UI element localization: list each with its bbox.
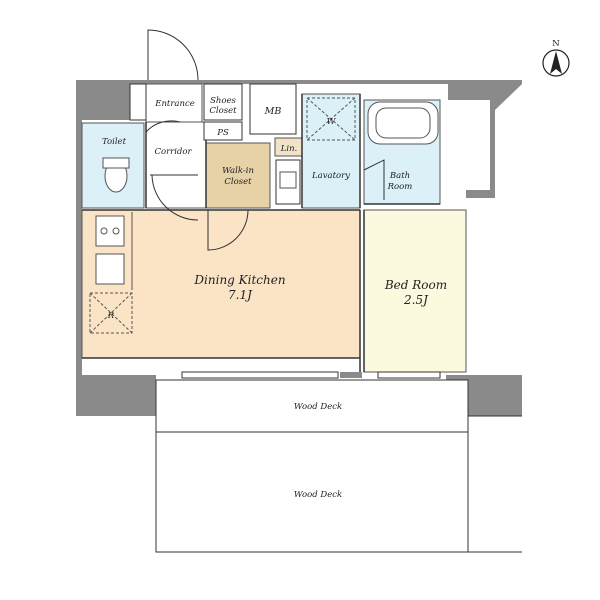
corridor-area: [145, 121, 207, 209]
corridor-door-swing: [151, 174, 199, 221]
label-toilet: Toilet: [102, 137, 127, 147]
toilet-door-swing: [145, 120, 181, 133]
window-bed: [377, 371, 441, 379]
wall-right-notch: [490, 84, 522, 190]
room-fills: [81, 83, 467, 373]
bathtub-icon: [367, 101, 439, 145]
stove-icon: [95, 215, 125, 247]
wash-basin-icon: [279, 171, 297, 189]
room-labels: Entrance Shoes Closet MB PS Toilet Corri…: [102, 96, 447, 500]
wall-top: [76, 80, 522, 84]
wall-bottom-left-block: [76, 375, 156, 416]
wall-left: [76, 80, 82, 416]
kitchen-sink-icon: [95, 253, 125, 285]
label-dining-kitchen: Dining Kitchen: [193, 273, 285, 287]
wall-top-left-block: [76, 80, 130, 120]
label-entrance: Entrance: [154, 99, 195, 109]
label-shoes-closet-2: Closet: [209, 106, 237, 116]
label-lin: Lin.: [280, 144, 298, 154]
label-walkin-2: Closet: [224, 177, 252, 187]
shoes-closet-box: [203, 83, 243, 121]
compass-label: N: [552, 39, 560, 49]
label-wood-deck-lower: Wood Deck: [294, 490, 342, 500]
label-walkin-1: Walk-in: [222, 166, 254, 176]
label-washer: W: [327, 117, 337, 127]
compass-arrow-icon: [550, 51, 562, 74]
lavatory-area: [301, 93, 361, 209]
bathtub-inner-icon: [375, 107, 431, 139]
label-shoes-closet-1: Shoes: [210, 96, 236, 106]
fridge-space-icon: [89, 292, 133, 334]
label-dining-kitchen-size: 7.1J: [228, 288, 253, 302]
burner-right-icon: [112, 227, 120, 235]
label-bed-room: Bed Room: [384, 278, 447, 292]
window-dk: [181, 371, 339, 379]
washer-diagonal-2: [306, 97, 356, 141]
bed-room-area: [363, 209, 467, 373]
wall-bottom-mid: [340, 372, 362, 378]
label-bath-2: Room: [387, 182, 413, 192]
label-ps: PS: [216, 128, 229, 138]
windows: [181, 371, 441, 379]
doors: [145, 29, 385, 251]
label-fridge: R: [107, 311, 115, 321]
ps-box: [203, 121, 243, 141]
label-bed-room-size: 2.5J: [403, 293, 429, 307]
dining-kitchen-area: [81, 209, 361, 359]
entrance-door: [147, 29, 199, 81]
label-bath-1: Bath: [389, 171, 410, 181]
entrance-step: [129, 83, 147, 121]
wood-decks: [155, 379, 522, 553]
label-lavatory: Lavatory: [311, 171, 350, 181]
wall-right-ledge: [466, 190, 495, 198]
interior-walls: [82, 94, 440, 372]
label-wood-deck-upper: Wood Deck: [294, 402, 342, 412]
dk-door: [207, 209, 249, 251]
bath-door: [363, 159, 385, 200]
toilet-tank-icon: [102, 157, 130, 169]
label-corridor: Corridor: [154, 147, 192, 157]
label-mb: MB: [264, 106, 282, 117]
fixtures: [89, 97, 439, 334]
wood-deck-lower: [155, 431, 469, 553]
wall-top-right-block: [448, 80, 490, 100]
mb-box: [249, 83, 297, 135]
north-compass: N: [542, 39, 570, 77]
burner-left-icon: [100, 227, 108, 235]
